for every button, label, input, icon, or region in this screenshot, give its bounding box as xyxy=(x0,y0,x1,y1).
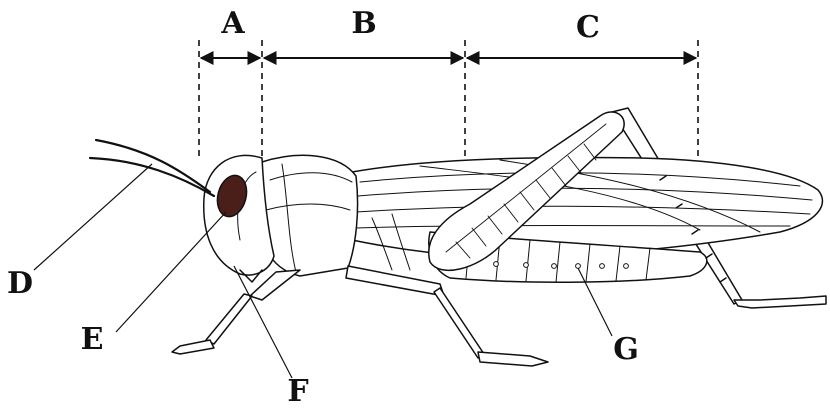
hind-tarsus xyxy=(734,296,826,308)
middle-leg-tibia xyxy=(434,288,484,358)
label-f: F xyxy=(287,377,308,407)
middle-leg-tarsus xyxy=(478,352,548,366)
label-c: C xyxy=(576,13,600,43)
label-e: E xyxy=(81,325,104,355)
front-leg-tibia xyxy=(206,294,252,344)
label-g: G xyxy=(613,335,639,365)
grasshopper-body xyxy=(90,108,826,366)
label-d: D xyxy=(7,269,33,299)
leader-line-d xyxy=(34,164,152,270)
head xyxy=(204,155,274,275)
front-leg-tarsus xyxy=(172,340,214,354)
label-a: A xyxy=(221,9,244,39)
label-b: B xyxy=(351,9,376,39)
leader-line-e xyxy=(116,212,226,332)
middle-leg-femur xyxy=(346,266,444,296)
antenna-lower xyxy=(90,158,214,196)
